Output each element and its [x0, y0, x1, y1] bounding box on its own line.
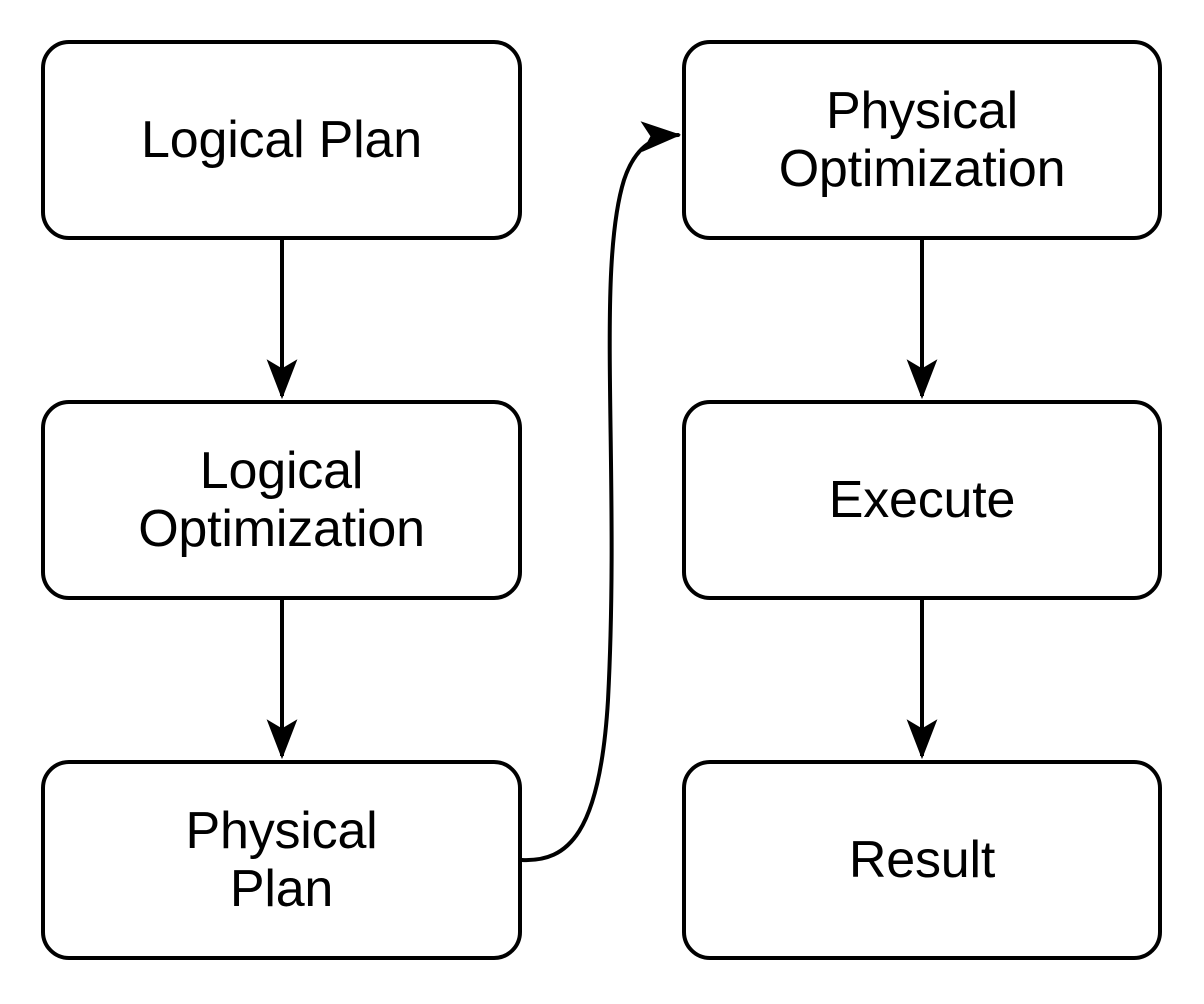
- node-logical-plan-label: Logical Plan: [141, 110, 422, 169]
- node-physical-plan[interactable]: Physical Plan: [41, 760, 522, 960]
- node-execute-label: Execute: [828, 470, 1016, 529]
- node-logical-optimization[interactable]: Logical Optimization: [41, 400, 522, 600]
- node-result[interactable]: Result: [682, 760, 1162, 960]
- node-result-label: Result: [848, 830, 996, 889]
- node-physical-plan-label: Physical Plan: [185, 801, 378, 918]
- node-execute[interactable]: Execute: [682, 400, 1162, 600]
- edge-physical-plan-to-physical-optimization: [520, 121, 682, 863]
- node-physical-optimization[interactable]: Physical Optimization: [682, 40, 1162, 240]
- node-physical-optimization-label: Physical Optimization: [778, 81, 1066, 198]
- node-logical-optimization-label: Logical Optimization: [138, 441, 425, 558]
- node-logical-plan[interactable]: Logical Plan: [41, 40, 522, 240]
